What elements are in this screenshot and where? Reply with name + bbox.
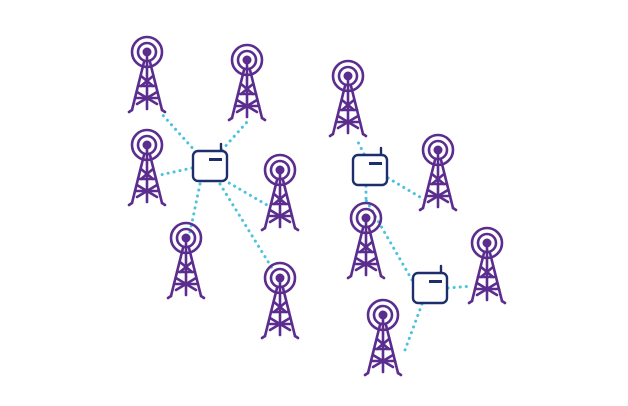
radio-tower-icon — [227, 43, 267, 122]
radio-tower-icon — [328, 59, 368, 138]
radio-tower-icon — [127, 35, 167, 114]
radio-tower-icon — [363, 298, 403, 377]
radio-tower-icon — [166, 221, 206, 300]
link-router-1-tower-4 — [222, 178, 269, 207]
radio-tower-icon — [260, 261, 300, 340]
link-router-1-tower-2 — [220, 120, 249, 152]
link-router-2-tower-8 — [386, 176, 427, 202]
wireless-router-icon — [191, 142, 229, 183]
radio-tower-icon — [127, 128, 167, 207]
wireless-router-icon — [351, 146, 389, 187]
link-router-3-tower-10 — [446, 284, 474, 290]
nodes-layer — [127, 35, 507, 377]
radio-tower-icon — [346, 201, 386, 280]
link-router-1-tower-5 — [188, 182, 202, 234]
wireless-router-icon — [411, 264, 449, 305]
radio-tower-icon — [467, 226, 507, 305]
link-router-3-tower-11 — [403, 302, 424, 352]
links-layer — [158, 110, 474, 352]
radio-tower-icon — [260, 153, 300, 232]
link-router-2-tower-7 — [355, 138, 366, 156]
radio-tower-icon — [418, 133, 458, 212]
link-router-1-tower-6 — [218, 182, 274, 270]
link-router-1-tower-3 — [158, 166, 194, 177]
